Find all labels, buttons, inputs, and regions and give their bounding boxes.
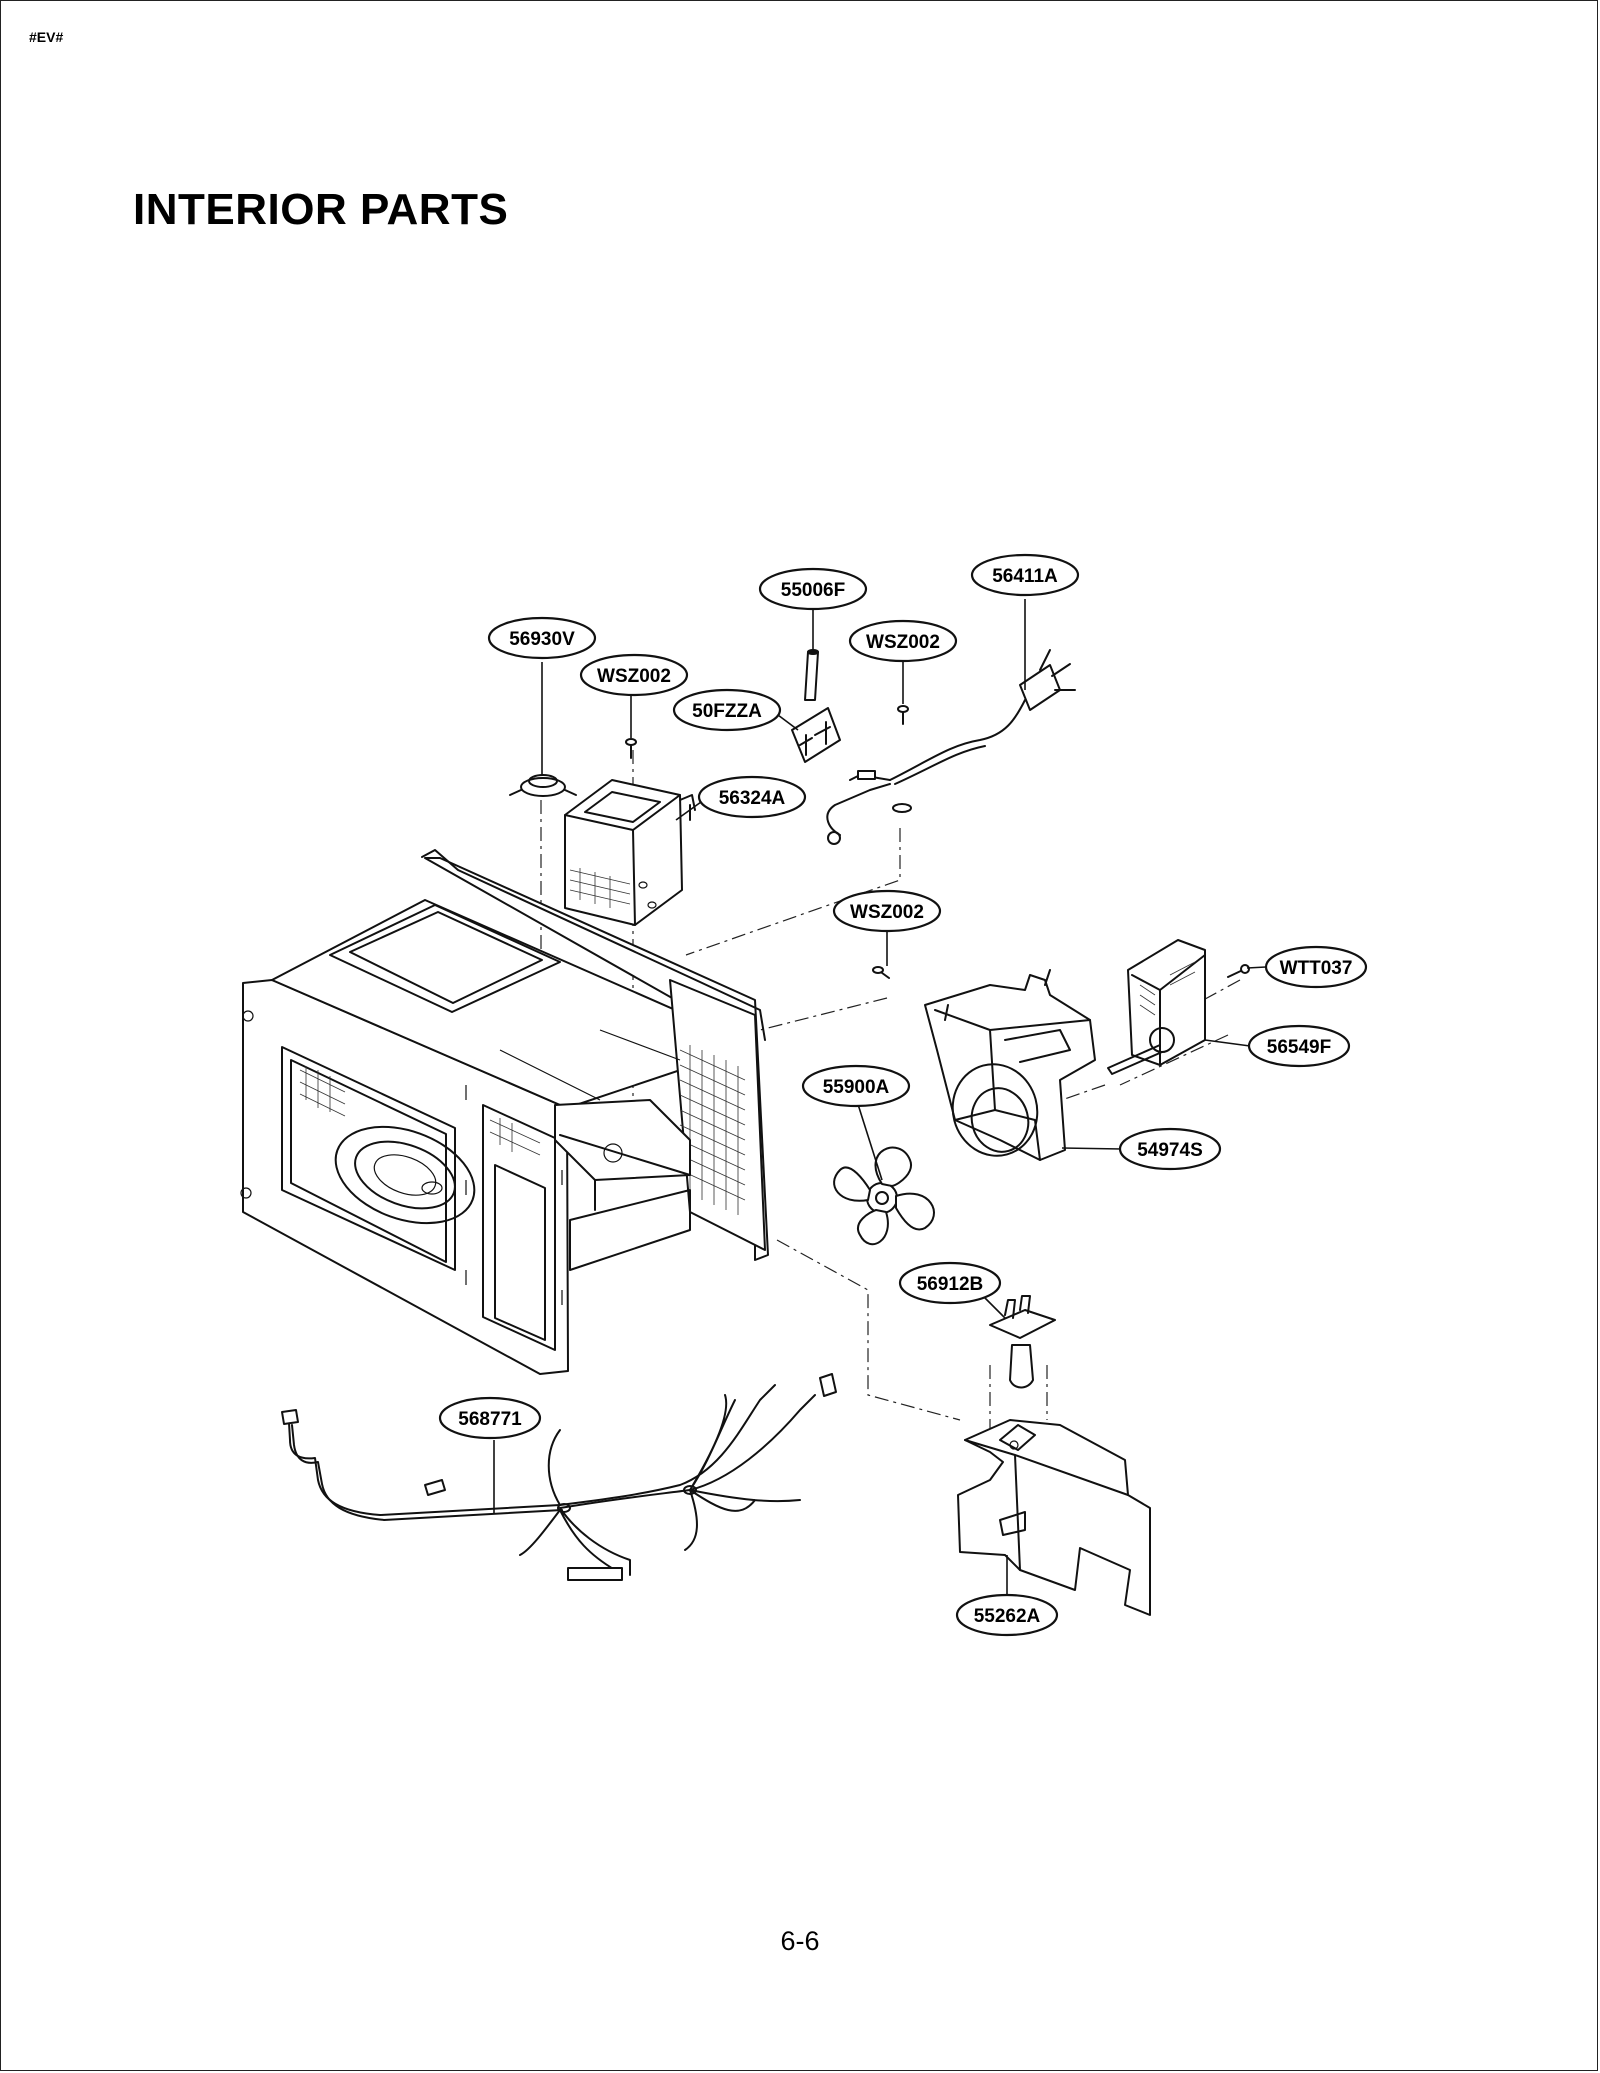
fan-bracket-part	[924, 969, 1096, 1161]
svg-text:54974S: 54974S	[1137, 1140, 1203, 1161]
fan-motor-part	[1107, 939, 1206, 1075]
svg-text:WSZ002: WSZ002	[866, 632, 940, 653]
screw-part-b	[897, 705, 909, 725]
svg-text:56411A: 56411A	[992, 566, 1058, 587]
svg-text:56549F: 56549F	[1267, 1037, 1331, 1058]
callout-55262A: 55262A	[955, 1593, 1059, 1637]
fuse-holder-part	[791, 707, 841, 763]
oven-cavity-frame	[240, 849, 769, 1375]
leader-lines	[493, 599, 1267, 1598]
svg-text:55262A: 55262A	[974, 1606, 1041, 1627]
page-title: INTERIOR PARTS	[133, 185, 509, 234]
svg-text:WTT037: WTT037	[1280, 958, 1353, 979]
screw-part-a	[625, 738, 637, 759]
svg-text:WSZ002: WSZ002	[597, 666, 671, 687]
callout-55900A: 55900A	[801, 1064, 911, 1108]
lamp-socket-part	[989, 1295, 1056, 1389]
screw-part-d	[1227, 964, 1250, 978]
callout-56930V: 56930V	[487, 616, 597, 660]
svg-text:56324A: 56324A	[719, 788, 786, 809]
callout-56912B: 56912B	[898, 1261, 1002, 1305]
wire-harness-part	[281, 1373, 837, 1581]
callout-56324A: 56324A	[697, 775, 807, 819]
fan-blade-part	[833, 1146, 935, 1246]
svg-text:56930V: 56930V	[509, 629, 575, 650]
callout-WTT037: WTT037	[1264, 945, 1368, 989]
svg-text:WSZ002: WSZ002	[850, 902, 924, 923]
fuse-part	[804, 649, 819, 701]
lamp-bracket-part	[957, 1419, 1151, 1616]
screw-part-c	[872, 966, 890, 979]
callout-wsz002-b: WSZ002	[579, 653, 689, 697]
svg-text:50FZZA: 50FZZA	[692, 701, 762, 722]
page-number: 6-6	[780, 1926, 820, 1956]
callout-50FZZA: 50FZZA	[672, 688, 782, 732]
callout-54974S: 54974S	[1118, 1127, 1222, 1171]
callout-568771: 568771	[438, 1396, 542, 1440]
callout-56411A: 56411A	[970, 553, 1080, 597]
callout-wsz002-c: WSZ002	[832, 889, 942, 933]
callout-wsz002-a: WSZ002	[848, 619, 958, 663]
power-cord-part	[826, 649, 1076, 845]
thermostat-part	[509, 774, 577, 797]
svg-text:55900A: 55900A	[823, 1077, 890, 1098]
svg-text:56912B: 56912B	[917, 1274, 984, 1295]
callout-55006F: 55006F	[758, 567, 868, 611]
transformer-part	[564, 779, 696, 926]
svg-text:568771: 568771	[458, 1409, 522, 1430]
callout-56549F: 56549F	[1247, 1024, 1351, 1068]
header-code: #EV#	[29, 29, 64, 45]
svg-text:55006F: 55006F	[781, 580, 845, 601]
